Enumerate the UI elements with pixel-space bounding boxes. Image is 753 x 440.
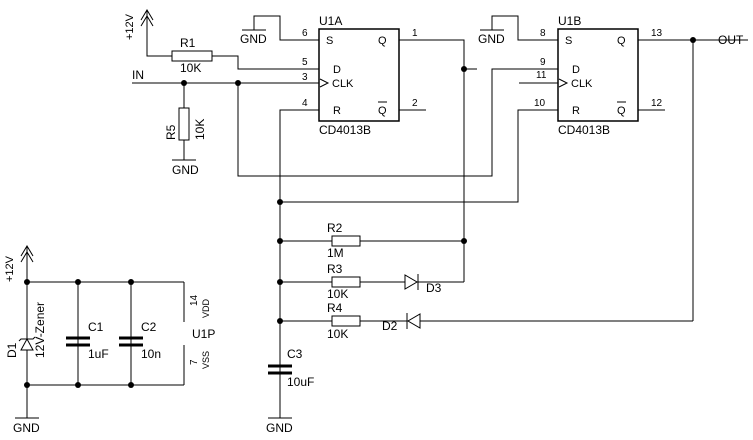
resistor-r4 <box>331 315 361 327</box>
c1-label: C1 <box>88 320 104 334</box>
r1-label: R1 <box>180 36 196 50</box>
resistor-r2 <box>331 235 361 247</box>
r5-label: R5 <box>164 124 178 140</box>
c3-label: C3 <box>287 347 303 361</box>
r1-value: 10K <box>180 61 201 75</box>
u1a-pin-1: 1 <box>412 28 418 39</box>
c2-label: C2 <box>141 320 157 334</box>
in-label: IN <box>132 68 144 82</box>
r3-label: R3 <box>327 262 343 276</box>
u1p-pin-7: 7 <box>189 359 200 365</box>
u1b-pin-clk-label: CLK <box>571 78 593 90</box>
u1b-pin-12: 12 <box>651 98 663 109</box>
u1a-pin-2: 2 <box>412 98 418 109</box>
u1a-chip-label: CD4013B <box>319 123 371 137</box>
resistor-r3 <box>331 276 361 288</box>
u1b-pin-10: 10 <box>534 98 546 109</box>
flipflop-u1a <box>318 28 400 122</box>
u1p-vss-label: VSS <box>201 351 211 369</box>
zener-diode-d1 <box>18 336 36 351</box>
u1p-label: U1P <box>192 327 215 341</box>
u1a-pin-d-label: D <box>333 64 341 76</box>
r3-value: 10K <box>327 287 348 301</box>
u1a-pin-q-label: Q <box>378 35 387 47</box>
u1a-pin-6: 6 <box>302 28 308 39</box>
r2-value: 1M <box>327 246 344 260</box>
out-label: OUT <box>718 33 744 47</box>
u1b-pin-8: 8 <box>540 28 546 39</box>
flipflop-u1b <box>557 28 639 122</box>
diode-d3 <box>404 274 419 290</box>
resistor-r1 <box>171 50 213 62</box>
clock-input-icon <box>558 78 569 88</box>
u1b-pin-13: 13 <box>651 28 663 39</box>
diode-d2 <box>406 313 421 329</box>
r2-label: R2 <box>327 221 343 235</box>
d1-label: D1 <box>5 342 19 358</box>
u1a-label: U1A <box>319 14 342 28</box>
gnd-label: GND <box>266 421 293 435</box>
u1b-pin-q-label: Q <box>617 35 626 47</box>
u1a-pin-4: 4 <box>302 98 308 109</box>
r4-label: R4 <box>327 301 343 315</box>
c2-value: 10n <box>141 347 161 361</box>
u1a-pin-clk-label: CLK <box>332 78 354 90</box>
u1b-pin-9: 9 <box>540 57 546 68</box>
vcc-label: +12V <box>4 255 16 282</box>
u1b-pin-s-label: S <box>565 35 572 47</box>
d3-label: D3 <box>426 281 442 295</box>
u1a-pin-3: 3 <box>302 72 308 83</box>
u1b-label: U1B <box>558 14 581 28</box>
u1a-pin-r-label: R <box>333 105 341 117</box>
u1p-vdd-label: VDD <box>201 298 211 318</box>
c3-value: 10uF <box>287 375 314 389</box>
vcc-arrow-icon <box>20 245 34 263</box>
r4-value: 10K <box>327 327 348 341</box>
clock-input-icon <box>319 78 330 88</box>
resistor-r5 <box>178 107 190 141</box>
r5-value: 10K <box>193 119 207 140</box>
u1b-pin-d-label: D <box>572 64 580 76</box>
u1a-pin-5: 5 <box>302 57 308 68</box>
u1b-pin-qbar-label: Q <box>617 105 626 117</box>
u1b-chip-label: CD4013B <box>558 123 610 137</box>
c1-value: 1uF <box>88 347 109 361</box>
d2-label: D2 <box>382 319 398 333</box>
d1-value: 12V-Zener <box>33 302 47 358</box>
vcc-label: +12V <box>124 13 136 40</box>
gnd-label: GND <box>172 163 199 177</box>
u1a-pin-qbar-label: Q <box>378 105 387 117</box>
gnd-label: GND <box>240 32 267 46</box>
u1b-pin-r-label: R <box>572 105 580 117</box>
vcc-arrow-icon <box>140 9 154 28</box>
u1p-pin-14: 14 <box>189 294 200 306</box>
u1a-pin-s-label: S <box>326 35 333 47</box>
u1b-pin-11: 11 <box>536 70 547 81</box>
junctions <box>24 37 696 388</box>
gnd-label: GND <box>478 32 505 46</box>
gnd-label: GND <box>13 421 40 435</box>
